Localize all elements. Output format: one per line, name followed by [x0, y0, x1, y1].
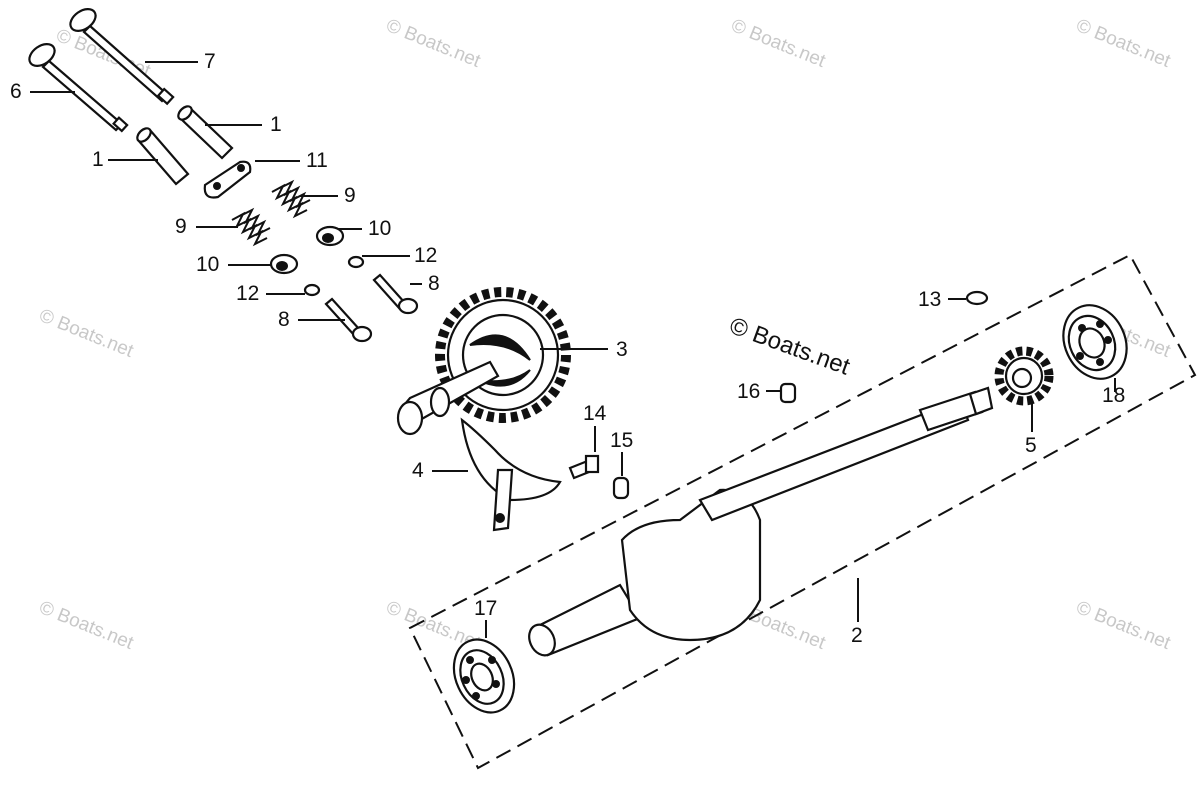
crankshaft-assembly-boundary: [408, 253, 1197, 770]
callout-17: 17: [474, 597, 497, 620]
callout-9-upper: 9: [344, 184, 356, 207]
callout-12-upper: 12: [414, 244, 437, 267]
tappet-upper: [177, 105, 234, 160]
brand-label: © Boats.net: [726, 312, 854, 380]
bolt-14: [568, 454, 600, 480]
watermark: © Boats.net: [728, 15, 829, 72]
callout-8-lower: 8: [278, 308, 290, 331]
oil-slinger-4: [460, 417, 562, 532]
woodruff-key-13: [965, 290, 989, 306]
spring-retainer-lower: [269, 253, 299, 275]
callout-labels: 7 6 1 1 11 9 9 10 10 12 12 8 8 3 14 15 4…: [10, 50, 1125, 647]
leader-lines: [30, 61, 1116, 638]
spring-retainer-upper: [315, 225, 345, 247]
lifter-lower: [324, 297, 373, 343]
callout-10-upper: 10: [368, 217, 391, 240]
watermark: © Boats.net: [383, 15, 484, 72]
callout-12-lower: 12: [236, 282, 259, 305]
callout-1-lower: 1: [92, 148, 104, 171]
valve-spring-lower: [231, 207, 271, 247]
callout-8-upper: 8: [428, 272, 440, 295]
callout-6: 6: [10, 80, 22, 103]
callout-15: 15: [610, 429, 633, 452]
callout-16: 16: [737, 380, 760, 403]
retainer-plate-11: [203, 160, 252, 199]
ball-bearing-17: [452, 638, 516, 714]
watermark-group: © Boats.net © Boats.net © Boats.net © Bo…: [36, 15, 1174, 654]
watermark: © Boats.net: [1073, 15, 1174, 72]
dowel-pin-15: [612, 476, 630, 500]
valve-key-upper: [347, 255, 365, 269]
watermark: © Boats.net: [1073, 597, 1174, 654]
callout-9-lower: 9: [175, 215, 187, 238]
lifter-upper: [372, 273, 419, 315]
callout-7: 7: [204, 50, 216, 73]
tappet-lower: [136, 127, 190, 186]
callout-5: 5: [1025, 434, 1037, 457]
valve-spring-upper: [271, 179, 311, 219]
callout-1-upper: 1: [270, 113, 282, 136]
camshaft-gear-3: [396, 287, 571, 436]
callout-2: 2: [851, 624, 863, 647]
exhaust-valve-7: [69, 7, 175, 106]
callout-4: 4: [412, 459, 424, 482]
callout-18: 18: [1102, 384, 1125, 407]
callout-3: 3: [616, 338, 628, 361]
watermark: © Boats.net: [36, 597, 137, 654]
valve-key-lower: [303, 283, 321, 297]
intake-valve-6: [28, 42, 129, 133]
pin-16: [779, 382, 797, 404]
callout-14: 14: [583, 402, 607, 425]
callout-11: 11: [306, 149, 328, 172]
callout-10-lower: 10: [196, 253, 219, 276]
crankshaft-2: [528, 386, 994, 657]
crankshaft-gear-5: [994, 346, 1054, 406]
callout-13: 13: [918, 288, 941, 311]
ball-bearing-18: [1062, 304, 1128, 380]
watermark: © Boats.net: [36, 305, 137, 362]
